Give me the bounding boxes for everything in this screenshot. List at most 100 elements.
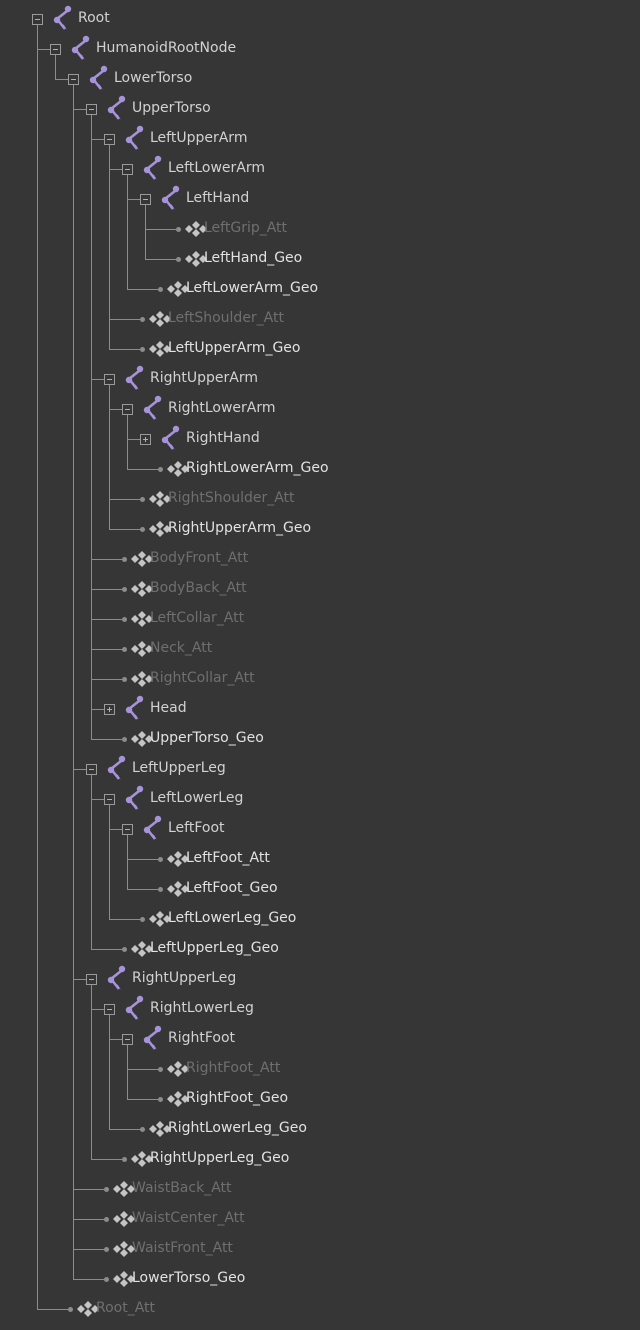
leaf-dot-icon — [140, 1127, 145, 1132]
mesh-icon — [147, 1121, 173, 1141]
node-label[interactable]: LeftHand_Geo — [204, 250, 303, 266]
collapse-icon[interactable] — [50, 44, 61, 55]
tree-connector-line — [145, 229, 176, 230]
node-label[interactable]: LeftCollar_Att — [150, 610, 245, 626]
node-label[interactable]: RightLowerArm_Geo — [186, 460, 329, 476]
node-label[interactable]: LeftShoulder_Att — [168, 310, 284, 326]
tree-connector-line — [55, 79, 68, 80]
node-label[interactable]: LeftGrip_Att — [204, 220, 288, 236]
node-label[interactable]: RightLowerArm — [168, 400, 276, 416]
collapse-icon[interactable] — [104, 374, 115, 385]
collapse-icon[interactable] — [104, 1004, 115, 1015]
node-label[interactable]: WaistFront_Att — [132, 1240, 233, 1256]
mesh-icon — [147, 341, 173, 361]
tree-connector-line — [91, 1009, 104, 1010]
mesh-icon — [129, 641, 155, 661]
mesh-icon — [165, 881, 191, 901]
joint-icon — [124, 365, 146, 395]
expand-icon[interactable] — [104, 704, 115, 715]
mesh-icon — [183, 251, 209, 271]
node-label[interactable]: BodyFront_Att — [150, 550, 249, 566]
node-label[interactable]: LeftFoot_Geo — [186, 880, 278, 896]
joint-icon — [70, 35, 92, 65]
tree-guide-line — [109, 1015, 110, 1129]
tree-connector-line — [91, 589, 122, 590]
node-label[interactable]: UpperTorso — [132, 100, 211, 116]
tree-connector-line — [109, 499, 140, 500]
node-label[interactable]: WaistBack_Att — [132, 1180, 232, 1196]
node-label[interactable]: RightFoot_Geo — [186, 1090, 289, 1106]
collapse-icon[interactable] — [86, 764, 97, 775]
node-label[interactable]: LowerTorso — [114, 70, 193, 86]
tree-connector-line — [145, 259, 176, 260]
mesh-icon — [111, 1211, 137, 1231]
node-label[interactable]: Neck_Att — [150, 640, 213, 656]
collapse-icon[interactable] — [140, 194, 151, 205]
node-label[interactable]: LeftLowerLeg_Geo — [168, 910, 297, 926]
joint-icon — [124, 695, 146, 725]
expand-icon[interactable] — [140, 434, 151, 445]
tree-guide-line — [91, 985, 92, 1159]
node-label[interactable]: LowerTorso_Geo — [132, 1270, 246, 1286]
node-label[interactable]: LeftLowerLeg — [150, 790, 244, 806]
collapse-icon[interactable] — [104, 134, 115, 145]
node-label[interactable]: RightLowerLeg — [150, 1000, 254, 1016]
node-label[interactable]: UpperTorso_Geo — [150, 730, 264, 746]
node-label[interactable]: LeftUpperLeg — [132, 760, 226, 776]
tree-connector-line — [91, 1159, 122, 1160]
node-label[interactable]: RightUpperArm — [150, 370, 258, 386]
collapse-icon[interactable] — [68, 74, 79, 85]
mesh-icon — [129, 551, 155, 571]
collapse-icon[interactable] — [86, 974, 97, 985]
tree-connector-line — [91, 679, 122, 680]
collapse-icon[interactable] — [32, 14, 43, 25]
node-label[interactable]: Head — [150, 700, 187, 716]
collapse-icon[interactable] — [122, 404, 133, 415]
node-label[interactable]: Root_Att — [96, 1300, 156, 1316]
leaf-dot-icon — [176, 257, 181, 262]
node-label[interactable]: LeftFoot_Att — [186, 850, 270, 866]
leaf-dot-icon — [158, 467, 163, 472]
node-label[interactable]: LeftHand — [186, 190, 250, 206]
collapse-icon[interactable] — [122, 1034, 133, 1045]
joint-icon — [142, 155, 164, 185]
collapse-icon[interactable] — [86, 104, 97, 115]
tree-connector-line — [127, 289, 158, 290]
node-label[interactable]: RightLowerLeg_Geo — [168, 1120, 307, 1136]
leaf-dot-icon — [158, 1067, 163, 1072]
node-label[interactable]: LeftUpperLeg_Geo — [150, 940, 279, 956]
node-label[interactable]: BodyBack_Att — [150, 580, 247, 596]
node-label[interactable]: WaistCenter_Att — [132, 1210, 245, 1226]
node-label[interactable]: RightUpperLeg_Geo — [150, 1150, 290, 1166]
node-label[interactable]: LeftFoot — [168, 820, 225, 836]
tree-guide-line — [145, 205, 146, 259]
tree-connector-line — [127, 1099, 158, 1100]
collapse-icon[interactable] — [122, 824, 133, 835]
tree-connector-line — [91, 559, 122, 560]
node-label[interactable]: RightUpperLeg — [132, 970, 237, 986]
mesh-icon — [147, 911, 173, 931]
node-label[interactable]: LeftLowerArm — [168, 160, 266, 176]
node-label[interactable]: RightFoot_Att — [186, 1060, 281, 1076]
mesh-icon — [111, 1241, 137, 1261]
leaf-dot-icon — [122, 677, 127, 682]
leaf-dot-icon — [140, 317, 145, 322]
node-label[interactable]: LeftLowerArm_Geo — [186, 280, 319, 296]
tree-connector-line — [91, 649, 122, 650]
node-label[interactable]: HumanoidRootNode — [96, 40, 237, 56]
node-label[interactable]: RightCollar_Att — [150, 670, 255, 686]
tree-connector-line — [91, 799, 104, 800]
node-label[interactable]: RightShoulder_Att — [168, 490, 295, 506]
node-label[interactable]: LeftUpperArm — [150, 130, 248, 146]
node-label[interactable]: Root — [78, 10, 110, 26]
tree-guide-line — [37, 25, 38, 1309]
node-label[interactable]: LeftUpperArm_Geo — [168, 340, 301, 356]
collapse-icon[interactable] — [104, 794, 115, 805]
tree-guide-line — [109, 145, 110, 349]
collapse-icon[interactable] — [122, 164, 133, 175]
node-label[interactable]: RightHand — [186, 430, 260, 446]
node-label[interactable]: RightFoot — [168, 1030, 236, 1046]
joint-icon — [88, 65, 110, 95]
tree-guide-line — [91, 775, 92, 949]
node-label[interactable]: RightUpperArm_Geo — [168, 520, 312, 536]
